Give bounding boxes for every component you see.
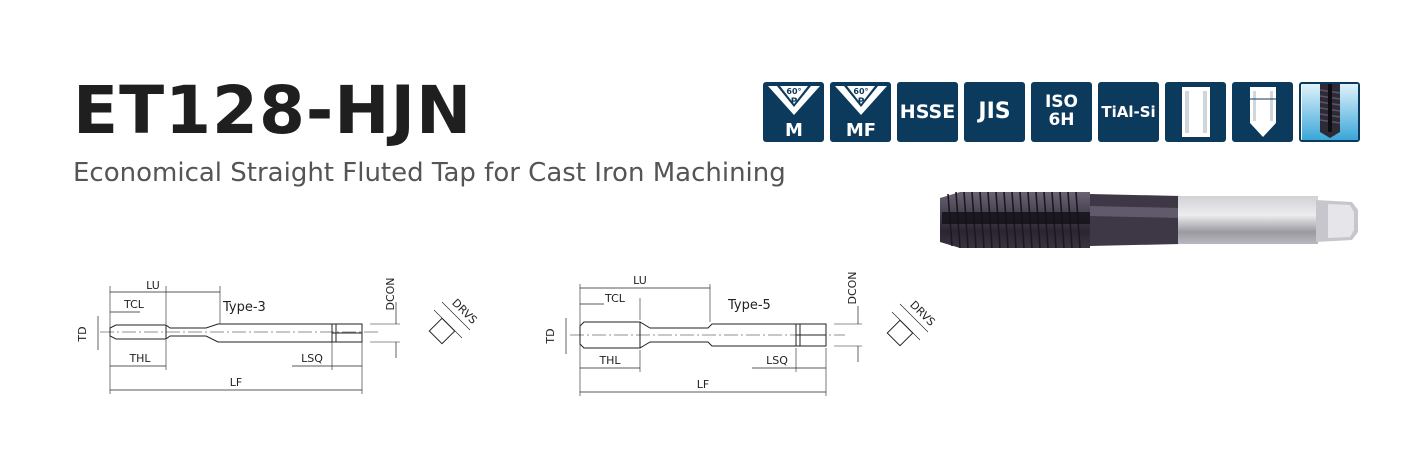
product-description: Economical Straight Fluted Tap for Cast … [73, 158, 786, 188]
dim-lu: LU [146, 279, 160, 292]
dim-dcon: DCON [846, 271, 859, 304]
type-label: Type-5 [727, 298, 771, 313]
dim-drvs: DRVS [449, 296, 479, 326]
badge-pitch: P [790, 97, 797, 107]
badge-line1: ISO [1044, 92, 1079, 113]
dim-lsq: LSQ [766, 354, 788, 367]
badge-label: TiAl-Si [1101, 102, 1156, 121]
product-code: ET128-HJN [73, 72, 473, 149]
badge-label: M [785, 120, 803, 141]
badge-point-tap [1232, 82, 1293, 142]
type-label: Type-3 [222, 300, 266, 315]
straight-shank-icon [1181, 87, 1210, 137]
badge-label: MF [845, 120, 875, 141]
dim-tcl: TCL [123, 298, 145, 311]
badge-line2: 6H [1048, 110, 1075, 130]
dim-thl: THL [598, 354, 621, 367]
badge-coated-tap [1299, 82, 1360, 142]
dim-lsq: LSQ [301, 352, 323, 365]
dim-td: TD [544, 328, 557, 344]
badge-tolerance-iso-6h: ISO 6H [1031, 82, 1092, 142]
dim-drvs: DRVS [907, 298, 937, 328]
thread-profile-icon: 60° P MF [834, 86, 887, 141]
dim-td: TD [76, 326, 89, 342]
spec-badges: 60° P M 60° P MF HSSE JIS ISO 6H TiAl-Si [763, 82, 1360, 142]
point-tap-icon [1249, 87, 1276, 137]
badge-pitch: P [857, 97, 864, 107]
tap-diagram-type-5: LU TCL Type-5 THL LSQ LF TD DCON DRVS [544, 271, 938, 396]
badge-material-hsse: HSSE [897, 82, 958, 142]
dim-lf: LF [230, 376, 242, 389]
coated-tap-icon [1301, 84, 1358, 140]
badge-coating-tial-si: TiAl-Si [1098, 82, 1159, 142]
badge-label: HSSE [899, 100, 956, 123]
badge-standard-jis: JIS [964, 82, 1025, 142]
badge-angle: 60° [786, 87, 801, 96]
dim-dcon: DCON [384, 277, 397, 310]
tap-diagram-type-3: LU TCL Type-3 THL LSQ LF TD DCON DRVS [76, 277, 480, 394]
dim-thl: THL [128, 352, 151, 365]
dim-lu: LU [633, 274, 647, 287]
dim-tcl: TCL [604, 292, 626, 305]
thread-profile-icon: 60° P M [767, 86, 820, 141]
dim-lf: LF [697, 378, 709, 391]
badge-label: JIS [978, 99, 1011, 124]
badge-angle: 60° [853, 87, 868, 96]
tap-photo [940, 191, 1358, 249]
badge-straight-shank [1165, 82, 1226, 142]
badge-thread-mf: 60° P MF [830, 82, 891, 142]
badge-thread-m: 60° P M [763, 82, 824, 142]
